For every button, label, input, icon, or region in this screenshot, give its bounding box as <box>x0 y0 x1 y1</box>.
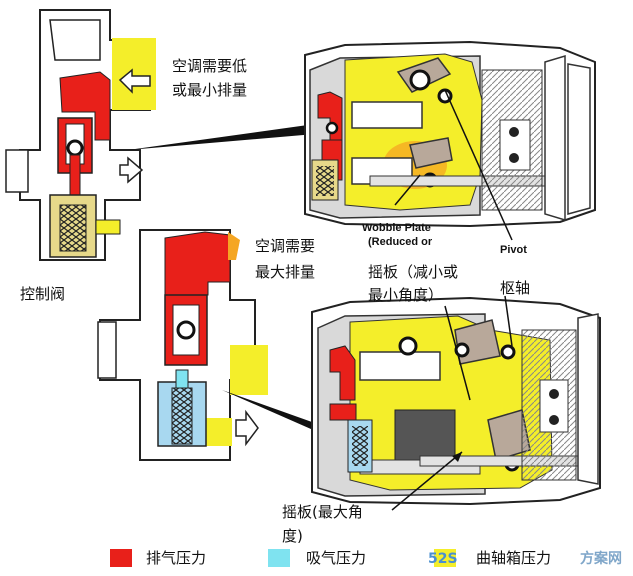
wobble-plate-label-en-line2: (Reduced or <box>368 236 433 248</box>
pivot-label-en: Pivot <box>500 244 527 256</box>
compressor-bottom <box>311 295 601 511</box>
pointer-wedge-bottom <box>222 390 340 440</box>
legend-label-suction: 吸气压力 <box>306 549 367 567</box>
ac-low-label-line1: 空调需要低 <box>172 57 248 75</box>
legend-label-crankcase: 曲轴箱压力 <box>476 549 552 567</box>
wobble-max-label-line2: 度) <box>282 527 303 545</box>
watermark-suffix: 方案网 <box>580 551 622 567</box>
wobble-plate-label-en-line1: Wobble Plate <box>362 222 431 234</box>
legend-swatch-discharge <box>110 549 132 567</box>
legend-label-discharge: 排气压力 <box>146 549 207 567</box>
control-valve-bottom <box>97 229 268 461</box>
legend-swatch-crankcase <box>434 549 456 567</box>
wobble-reduced-label-line2: 最小角度） <box>368 286 444 304</box>
ac-max-label-line1: 空调需要 <box>255 237 316 255</box>
legend-swatch-suction <box>268 549 290 567</box>
ac-max-label-line2: 最大排量 <box>255 263 316 281</box>
pivot-label-cn: 枢轴 <box>500 279 531 297</box>
ac-low-label-line2: 或最小排量 <box>172 81 248 99</box>
watermark-prefix: 52S <box>428 551 458 567</box>
wobble-max-label-line1: 摇板(最大角 <box>282 503 363 521</box>
control-valve-top <box>5 9 156 261</box>
wobble-reduced-label-line1: 摇板（减小或 <box>368 263 459 281</box>
control-valve-label: 控制阀 <box>20 285 66 303</box>
compressor-top <box>304 40 596 241</box>
pointer-wedge-top <box>128 124 315 150</box>
